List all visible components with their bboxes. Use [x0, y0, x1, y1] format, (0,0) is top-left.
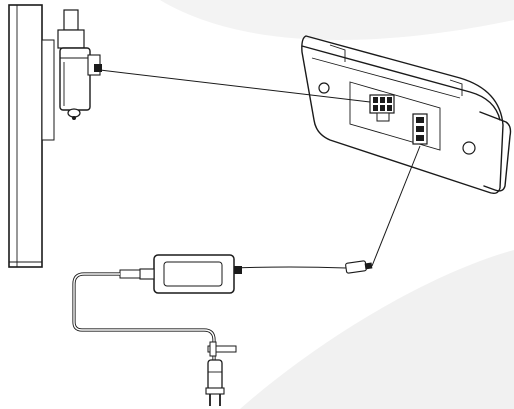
power-adapter: [119, 254, 242, 294]
cord-clip: [207, 341, 237, 357]
power-port: [412, 113, 428, 145]
mains-plug: [205, 359, 225, 406]
control-box: [301, 35, 512, 195]
motor-cable: [99, 69, 371, 103]
dc-plug: [345, 260, 373, 274]
background-swoosh-top: [160, 0, 514, 40]
motor-actuator: [57, 9, 102, 120]
motor-port: [369, 94, 395, 122]
wall-panel: [8, 4, 55, 268]
dc-cable: [371, 145, 421, 267]
background-swoosh-bottom: [240, 250, 514, 409]
adapter-output-cable: [233, 266, 347, 269]
